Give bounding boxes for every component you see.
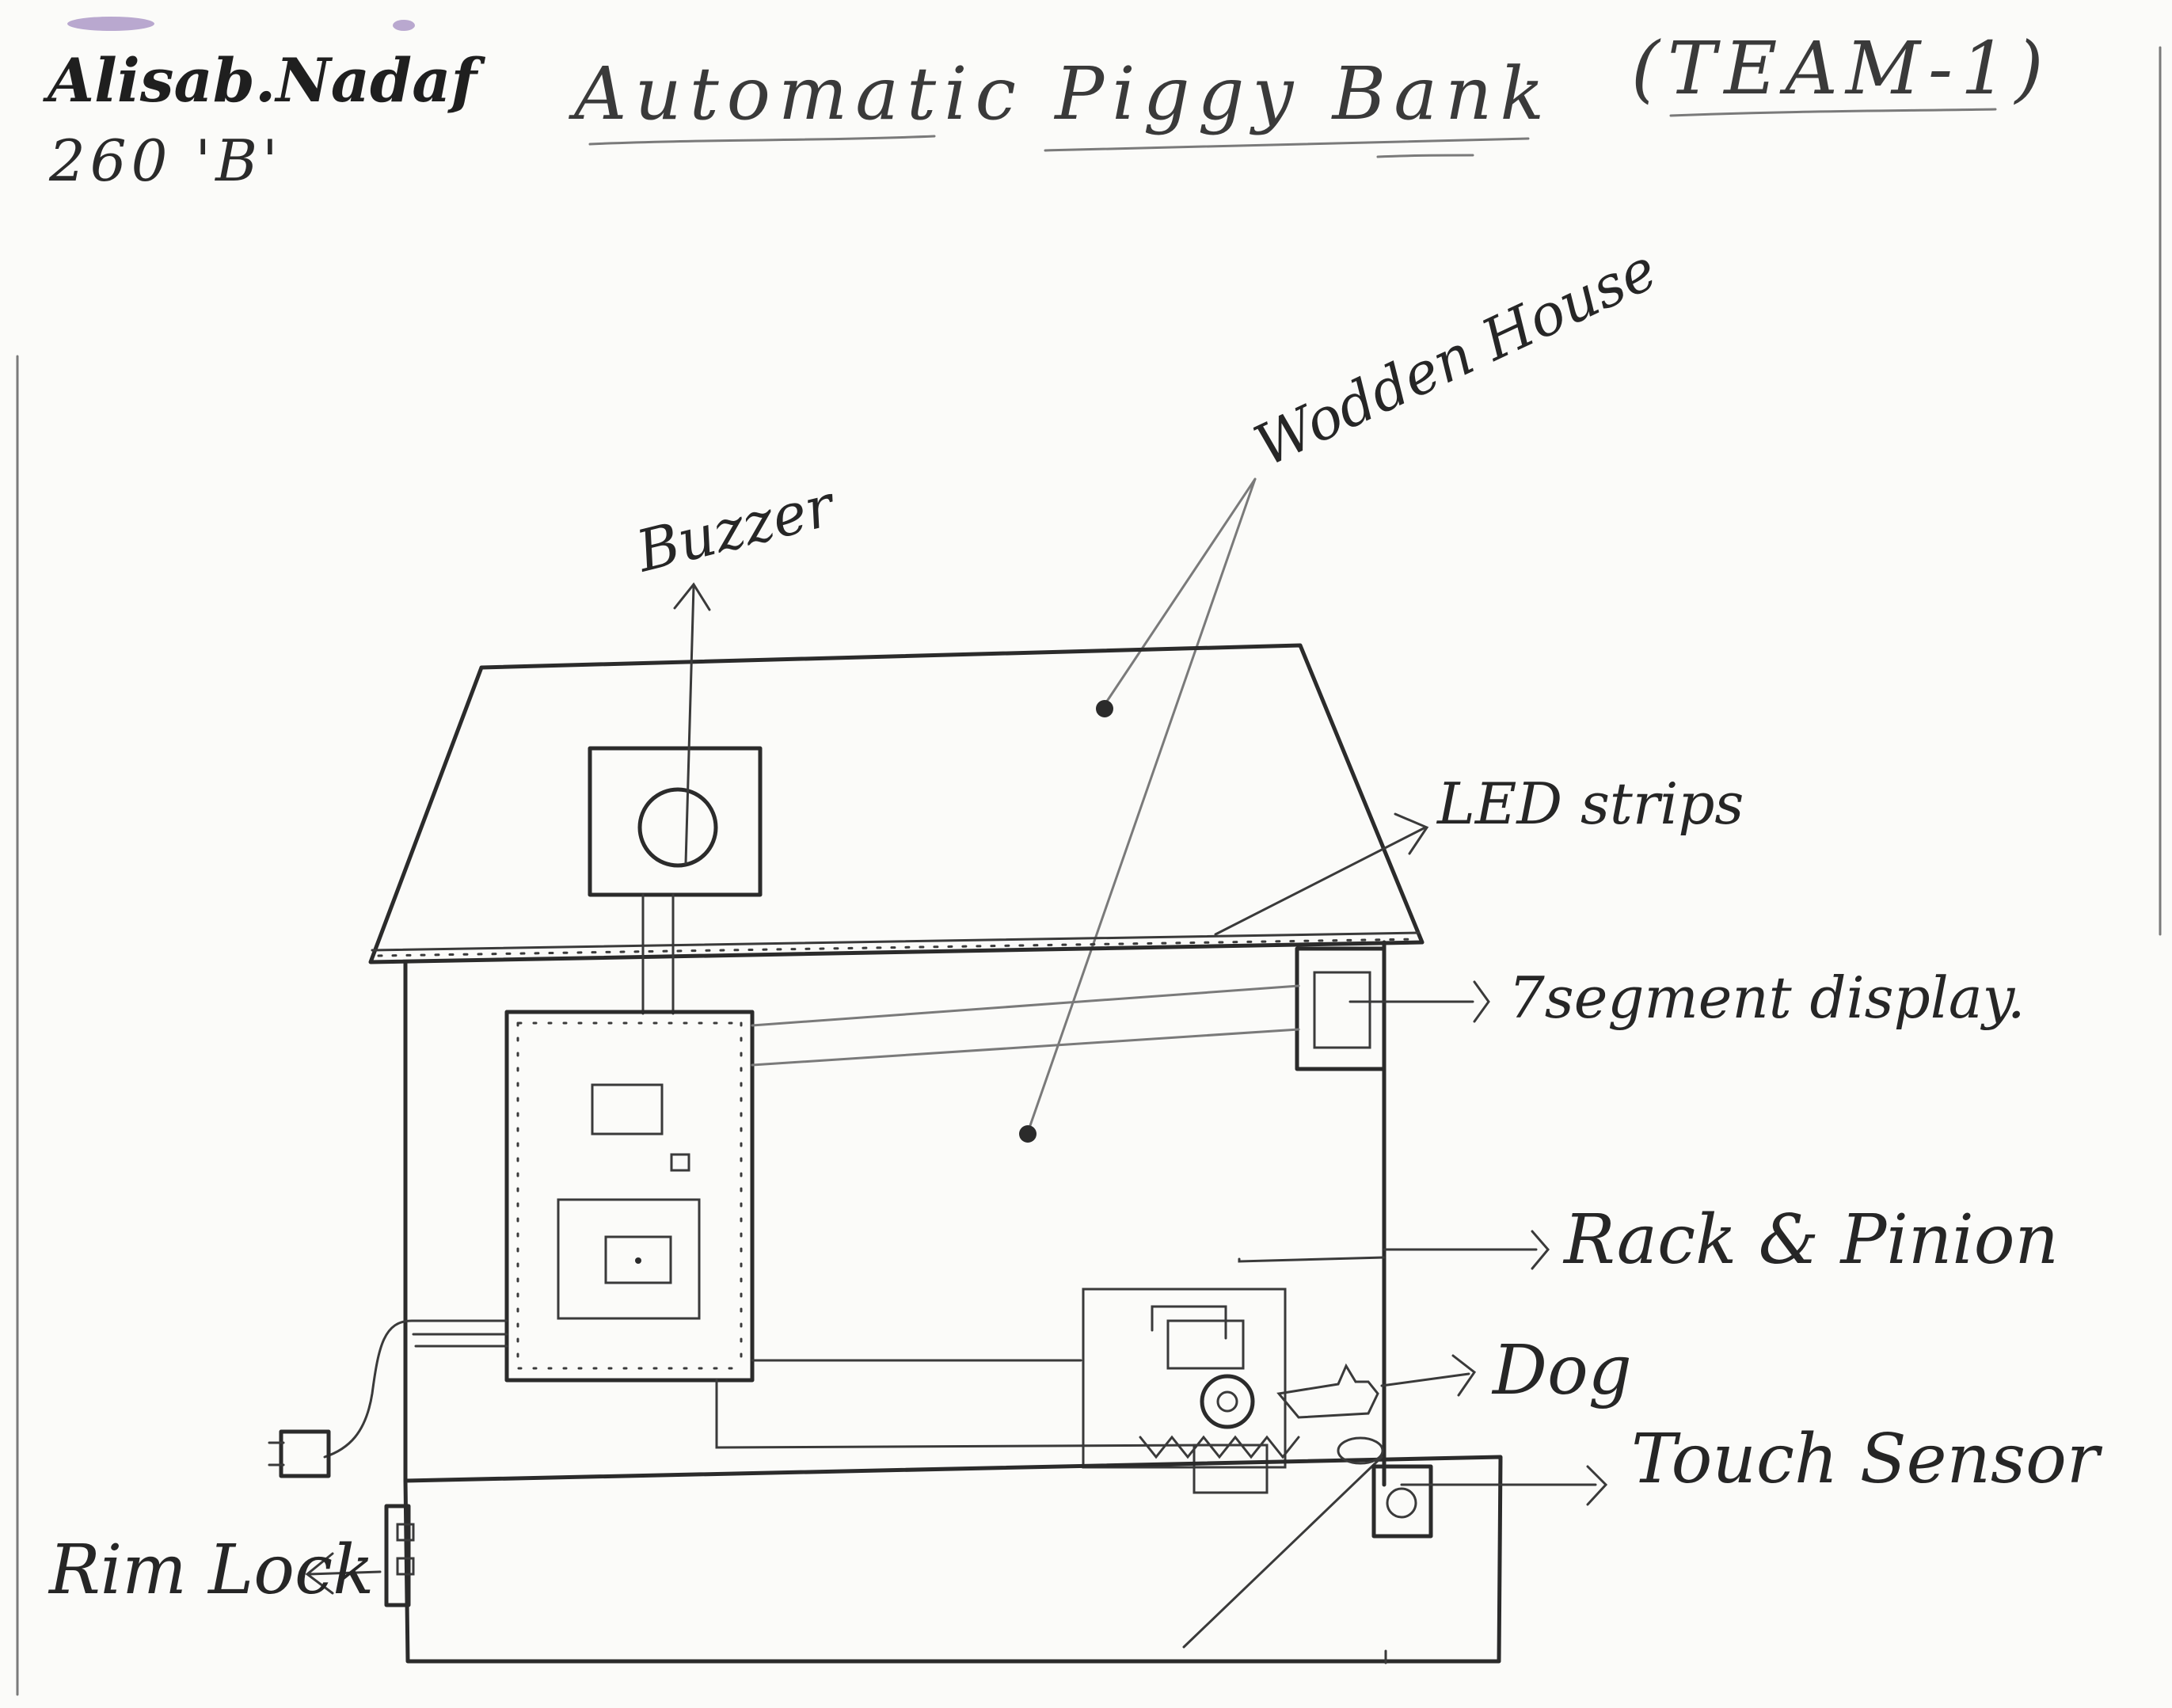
dog-icon xyxy=(1279,1366,1378,1417)
motor-housing xyxy=(1168,1321,1243,1368)
board-module-dot xyxy=(635,1257,641,1264)
power-plug-icon xyxy=(281,1432,329,1476)
dog-arrow-line xyxy=(1382,1374,1469,1386)
led-leader-line xyxy=(1215,827,1425,934)
buzzer-box xyxy=(590,748,760,895)
wall-point-dot xyxy=(1019,1125,1037,1143)
rim-lock-label: Rim Lock xyxy=(48,1531,374,1610)
coin-box-base xyxy=(405,1457,1501,1663)
display-arrow-head xyxy=(1474,982,1489,1021)
touch-sensor-icon xyxy=(1387,1489,1416,1517)
seven-segment-display: 7segment display. xyxy=(1297,949,2026,1069)
roof-point-dot xyxy=(1096,700,1113,717)
coin-slot-line xyxy=(1184,1457,1382,1647)
roll-number: 260 'B' xyxy=(48,127,283,194)
wooden-house-label: Wodden House xyxy=(1245,235,1667,479)
power-cable-wire xyxy=(325,1321,507,1457)
roof-leader-line xyxy=(1105,479,1255,705)
board-pin-headers xyxy=(518,1023,741,1368)
display-inner-screen xyxy=(1314,972,1370,1048)
mechanism-bracket xyxy=(1152,1307,1226,1338)
seven-segment-label: 7segment display. xyxy=(1508,964,2026,1031)
led-strips-label: LED strips xyxy=(1436,770,1744,837)
buzzer-speaker-icon xyxy=(640,789,716,865)
board-chip xyxy=(592,1085,662,1134)
rack-teeth xyxy=(1140,1437,1299,1457)
buzzer-label: Buzzer xyxy=(629,471,843,585)
motor-wire-2 xyxy=(717,1380,1208,1447)
touch-sensor-label: Touch Sensor xyxy=(1631,1420,2103,1499)
base-outline xyxy=(405,1457,1501,1661)
title-underline xyxy=(590,136,1528,157)
mechanism-frame xyxy=(1083,1289,1285,1467)
header: Alisab.Nadaf 260 'B' Automatic Piggy Ban… xyxy=(43,26,2052,194)
rack-leader-line xyxy=(1239,1257,1384,1261)
roof-outline xyxy=(371,645,1422,962)
author-name: Alisab.Nadaf xyxy=(43,45,485,116)
board-led xyxy=(671,1155,689,1170)
buzzer: Buzzer xyxy=(590,471,843,1014)
pinion-gear-icon xyxy=(1202,1376,1253,1427)
dog: Dog xyxy=(1279,1331,1632,1417)
roof xyxy=(371,645,1422,962)
pinion-gear-hub xyxy=(1218,1392,1237,1411)
power-cable xyxy=(269,1321,507,1476)
rim-lock: Rim Lock xyxy=(48,1506,413,1610)
page-title: Automatic Piggy Bank xyxy=(568,51,1552,136)
controller-board xyxy=(507,986,1299,1447)
dog-label: Dog xyxy=(1491,1331,1632,1410)
board-outline xyxy=(507,1012,752,1380)
display-wire-1 xyxy=(752,986,1299,1025)
rack-pinion-label: Rack & Pinion xyxy=(1562,1200,2059,1280)
team-label: (TEAM-1) xyxy=(1631,26,2052,111)
buzzer-arrow-line xyxy=(686,586,694,863)
touch-sensor: Touch Sensor xyxy=(1338,1420,2103,1536)
led-strips-callout: LED strips xyxy=(1215,770,1744,934)
board-module xyxy=(558,1200,699,1318)
display-wire-2 xyxy=(752,1029,1299,1065)
